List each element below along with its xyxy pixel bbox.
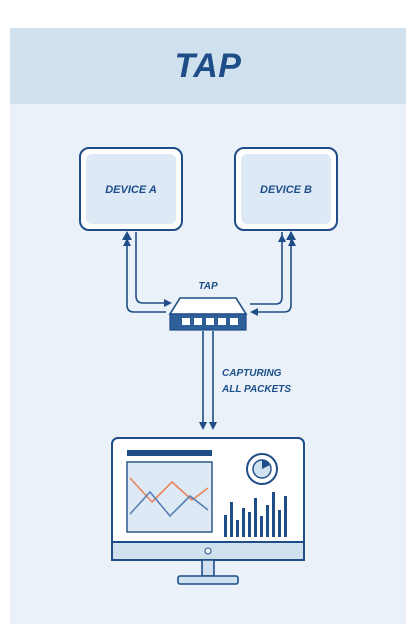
- device-b-arrowhead: [286, 231, 296, 240]
- device-b-box: DEVICE B: [234, 147, 338, 231]
- capture-lines: [199, 331, 217, 430]
- device-b-connection: [250, 232, 296, 316]
- tap-port: [218, 318, 226, 325]
- bar: [254, 498, 257, 537]
- device-a-label: DEVICE A: [105, 184, 157, 196]
- bar: [260, 516, 263, 537]
- bar: [248, 512, 251, 537]
- bar: [272, 492, 275, 537]
- capture-label-line-2: ALL PACKETS: [221, 384, 291, 395]
- device-a-arrowhead: [122, 231, 132, 240]
- tap-port: [230, 318, 238, 325]
- line-chart-panel: [126, 450, 213, 533]
- chart-line-orange: [129, 477, 209, 504]
- bar: [284, 496, 287, 537]
- bar-chart-panel: [224, 492, 287, 537]
- device-b-label: DEVICE B: [260, 184, 312, 196]
- bar: [278, 510, 281, 537]
- gauge-icon: [246, 453, 278, 485]
- bar: [236, 520, 239, 537]
- bar: [242, 508, 245, 537]
- tap-port: [206, 318, 214, 325]
- bar: [230, 502, 233, 537]
- header-band: TAP: [10, 28, 406, 104]
- screen-header-bar: [127, 450, 212, 456]
- bar: [224, 515, 227, 537]
- bar: [266, 505, 269, 537]
- page-title: TAP: [174, 47, 242, 85]
- tap-port: [194, 318, 202, 325]
- device-a-connection: [123, 232, 172, 313]
- tap-port: [182, 318, 190, 325]
- device-a-box: DEVICE A: [79, 147, 183, 231]
- capture-label-line-1: CAPTURING: [222, 368, 282, 379]
- tap-device: TAP: [168, 281, 248, 331]
- chart-line-blue: [129, 490, 209, 518]
- tap-label: TAP: [198, 281, 218, 292]
